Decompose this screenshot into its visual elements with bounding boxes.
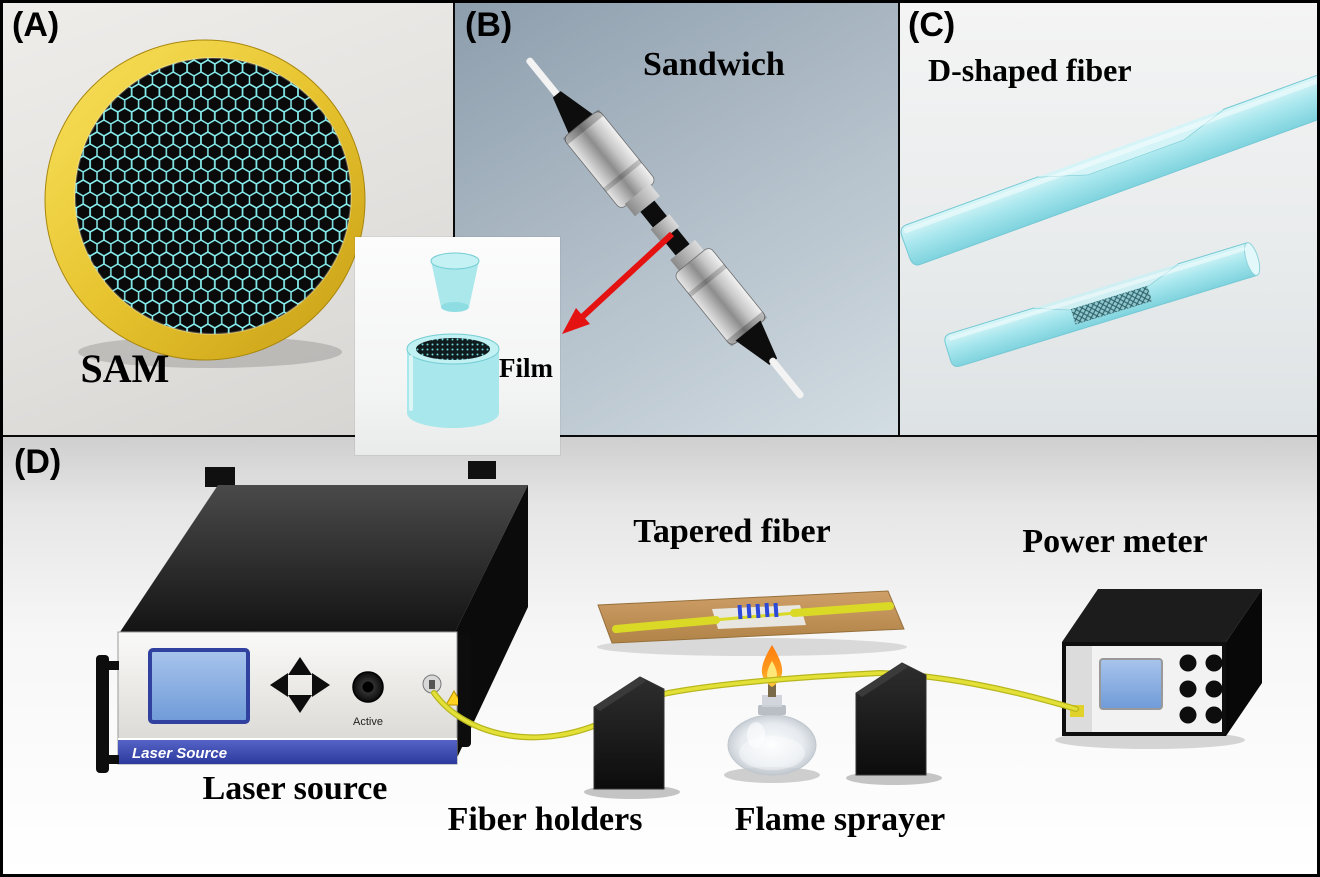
- tapered-fiber-thick-left: [612, 616, 720, 633]
- flame-sprayer-lamp: [724, 645, 820, 783]
- power-meter-device: [1055, 589, 1262, 749]
- film-vial: [430, 252, 480, 312]
- connector-boot-top: [552, 91, 595, 136]
- power-meter-screen: [1099, 658, 1163, 710]
- d-shaped-fiber-graphic: [900, 56, 1320, 367]
- power-meter-label: Power meter: [1022, 523, 1208, 560]
- power-meter-top-face: [1062, 589, 1262, 642]
- film-cylinder: [406, 333, 500, 428]
- laser-source-device: Laser Source Active: [96, 461, 528, 773]
- d-shaped-fiber-lower: [944, 242, 1261, 367]
- sandwich-connector-graphic: [526, 57, 804, 399]
- panel-a-tag: (A): [12, 6, 60, 44]
- sam-film: [416, 338, 490, 360]
- laser-handle-right: [458, 635, 471, 747]
- flame-sprayer-label: Flame sprayer: [734, 801, 946, 838]
- laser-screen: [148, 648, 250, 724]
- panel-divider-horizontal: [0, 435, 1320, 437]
- laser-blue-stripe: [118, 740, 457, 764]
- connector-collar-top: [624, 183, 660, 217]
- panel-b-caption: Sandwich: [643, 46, 785, 83]
- panel-b-tag: (B): [465, 6, 513, 44]
- optical-fiber-cable: [432, 671, 1078, 739]
- tapered-fiber-label: Tapered fiber: [633, 513, 831, 550]
- sam-mesh-patch: [1070, 285, 1153, 325]
- laser-handle-left: [96, 655, 109, 773]
- fiber-connector-assembly: [526, 57, 804, 399]
- experiment-setup-graphic: Laser Source Active: [96, 461, 1262, 799]
- film-inset: Film: [355, 237, 560, 455]
- tapered-fiber-board: [597, 590, 907, 656]
- fiber-pigtail-top: [526, 57, 561, 99]
- fiber-holder-right: [846, 662, 942, 785]
- tapered-fiber-thick-right: [790, 602, 894, 617]
- fiber-holders-label: Fiber holders: [447, 801, 643, 838]
- connector-boot-bottom: [735, 320, 778, 365]
- laser-side-face: [455, 485, 528, 762]
- panel-d: Laser Source Active: [0, 437, 1320, 877]
- fiber-pigtail-bottom: [769, 357, 804, 399]
- polished-flat-lower: [1033, 263, 1179, 310]
- sam-honeycomb-mesh: [75, 58, 351, 334]
- panel-divider-vertical-2: [898, 0, 900, 437]
- laser-front-text: Laser Source: [132, 745, 227, 762]
- panel-divider-vertical-1: [453, 0, 455, 437]
- fiber-end-face: [1244, 242, 1261, 276]
- film-caption: Film: [499, 353, 553, 383]
- panel-a-caption: SAM: [80, 346, 170, 391]
- panel-c-tag: (C): [908, 6, 956, 44]
- sandwich-gap-top: [640, 200, 667, 228]
- lamp-wick: [768, 683, 776, 697]
- membrane-rim-highlight: [74, 57, 352, 335]
- fiber-holder-left: [584, 676, 680, 799]
- laser-top-face: [120, 485, 528, 632]
- lamp-collar: [758, 705, 786, 715]
- connector-collar-bottom: [670, 239, 706, 273]
- sam-disc-graphic: [44, 39, 366, 368]
- power-meter-buttons: [1179, 654, 1223, 724]
- film-inset-graphic: [406, 252, 500, 428]
- laser-dpad: [270, 657, 330, 713]
- fiber-clips: [737, 602, 779, 620]
- panel-c-caption: D-shaped fiber: [928, 52, 1132, 88]
- laser-source-label: Laser source: [202, 770, 388, 807]
- panel-a: (A) SAM: [0, 0, 455, 437]
- panel-c: (C) D-shaped fiber: [900, 0, 1320, 437]
- active-knob-label: Active: [353, 716, 383, 728]
- power-meter-side-face: [1226, 589, 1262, 736]
- panel-b: (B) Sandwich: [455, 0, 900, 437]
- tapered-fiber-waist: [712, 611, 798, 622]
- panel-d-tag: (D): [14, 443, 62, 481]
